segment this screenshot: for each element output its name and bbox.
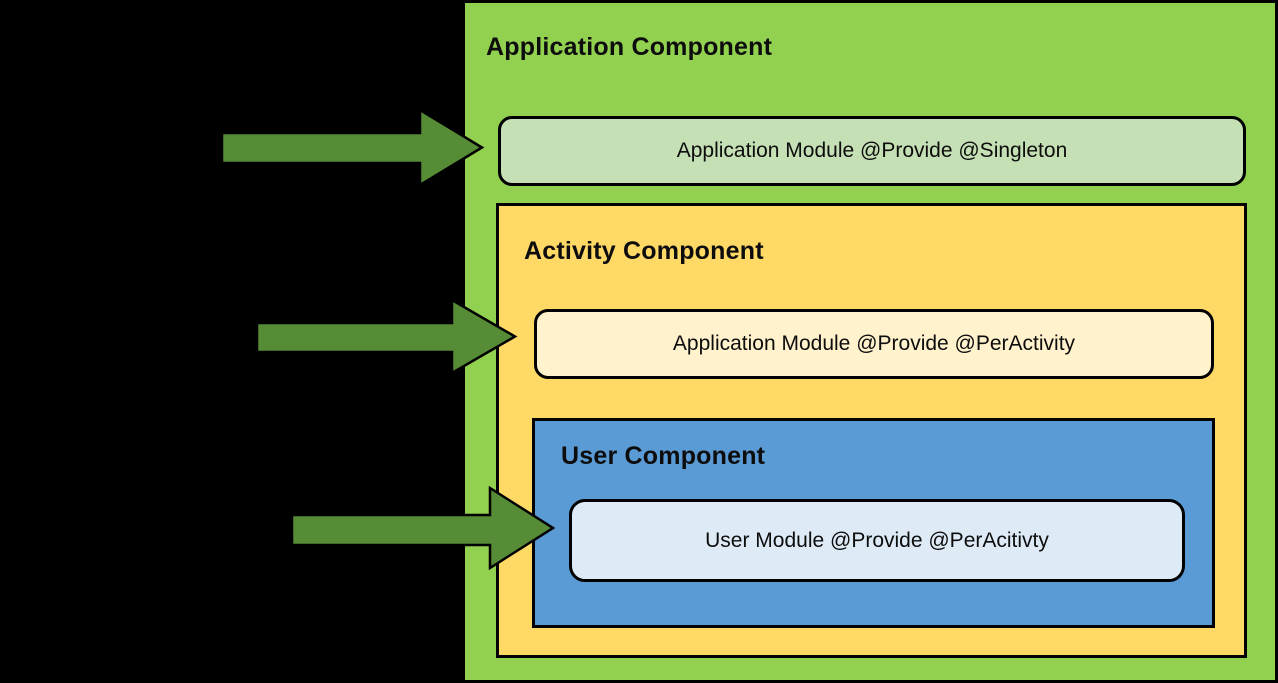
user-module-label: User Module @Provide @PerAcitivty xyxy=(705,528,1049,552)
user-component-box: User Component User Module @Provide @Per… xyxy=(532,418,1215,628)
user-module-pill: User Module @Provide @PerAcitivty xyxy=(569,499,1185,582)
activity-component-box: Activity Component Application Module @P… xyxy=(496,203,1247,658)
application-module-pill: Application Module @Provide @Singleton xyxy=(498,116,1246,186)
arrow-to-application-module-icon xyxy=(220,107,485,188)
user-component-title: User Component xyxy=(561,442,766,470)
application-component-title: Application Component xyxy=(486,33,773,61)
application-module-label: Application Module @Provide @Singleton xyxy=(676,139,1068,162)
activity-component-title: Activity Component xyxy=(524,237,764,265)
activity-module-label: Application Module @Provide @PerActivity xyxy=(672,332,1076,355)
application-component-box: Application Component Application Module… xyxy=(462,0,1278,683)
activity-module-pill: Application Module @Provide @PerActivity xyxy=(534,309,1214,379)
